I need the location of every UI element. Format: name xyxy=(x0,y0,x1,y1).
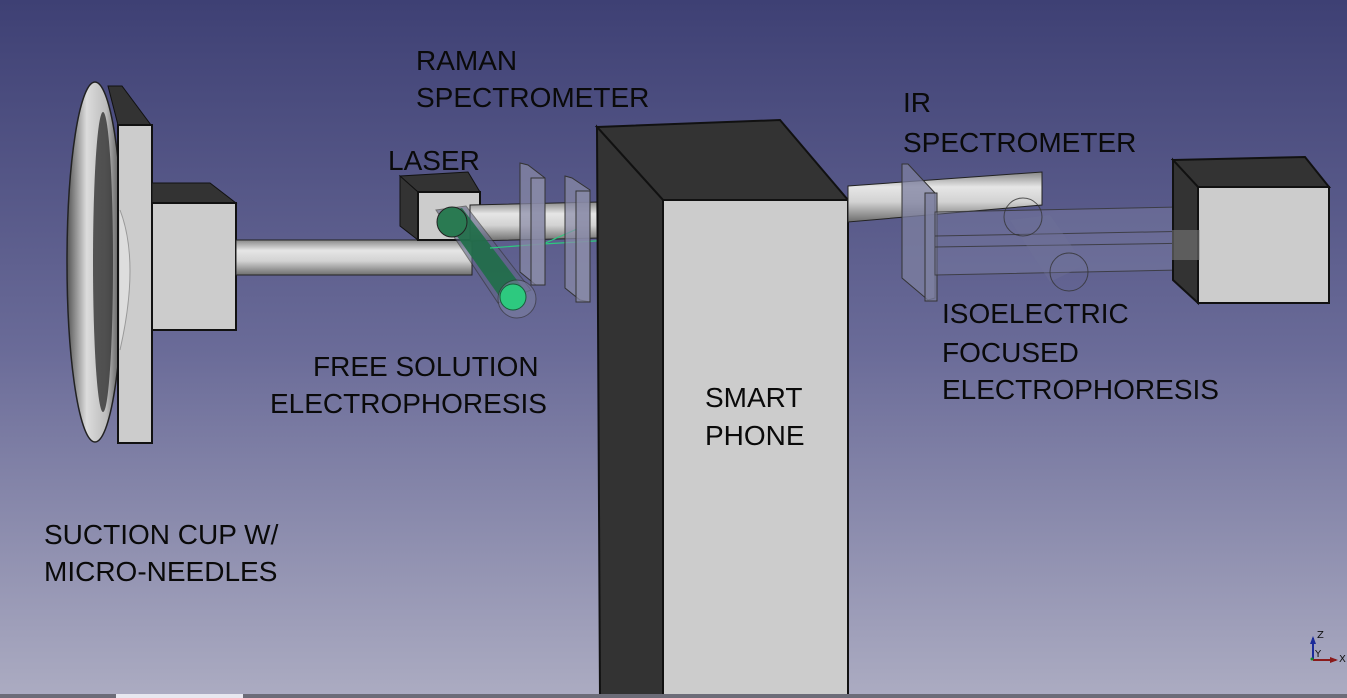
bottom-divider xyxy=(0,694,1347,698)
laser-spot-icon xyxy=(499,283,527,311)
isoelectric-channel[interactable] xyxy=(934,197,1201,292)
free-solution-tube[interactable] xyxy=(435,205,537,319)
label-isoelectric-2: FOCUSED xyxy=(942,337,1079,368)
sample-tube-left[interactable] xyxy=(235,239,473,276)
label-isoelectric: ISOELECTRIC xyxy=(942,298,1129,329)
raman-plates[interactable] xyxy=(519,162,591,303)
label-raman-spectrometer: RAMAN xyxy=(416,45,517,76)
label-smart-phone-2: PHONE xyxy=(705,420,805,451)
label-suction-cup: SUCTION CUP W/ xyxy=(44,519,279,550)
sample-tube-right[interactable] xyxy=(847,171,1043,223)
axis-y-label: Y xyxy=(1314,649,1322,660)
label-laser: LASER xyxy=(388,145,480,176)
label-ir-spectrometer-2: SPECTROMETER xyxy=(903,127,1136,158)
axis-x-label: X xyxy=(1339,654,1346,665)
axis-indicator-icon: Z Y X xyxy=(1310,630,1346,665)
label-free-solution: FREE SOLUTION xyxy=(313,351,539,382)
ir-spectrometer-box[interactable] xyxy=(1170,155,1332,306)
ir-plates[interactable] xyxy=(901,163,938,302)
axis-z-label: Z xyxy=(1317,630,1324,641)
label-suction-cup-2: MICRO-NEEDLES xyxy=(44,556,277,587)
label-free-solution-2: ELECTROPHORESIS xyxy=(270,388,547,419)
label-isoelectric-3: ELECTROPHORESIS xyxy=(942,374,1219,405)
label-raman-spectrometer-2: SPECTROMETER xyxy=(416,82,649,113)
active-tab-indicator[interactable] xyxy=(116,694,243,698)
label-ir-spectrometer: IR xyxy=(903,87,931,118)
label-smart-phone: SMART xyxy=(705,382,803,413)
smart-phone[interactable] xyxy=(594,118,851,698)
